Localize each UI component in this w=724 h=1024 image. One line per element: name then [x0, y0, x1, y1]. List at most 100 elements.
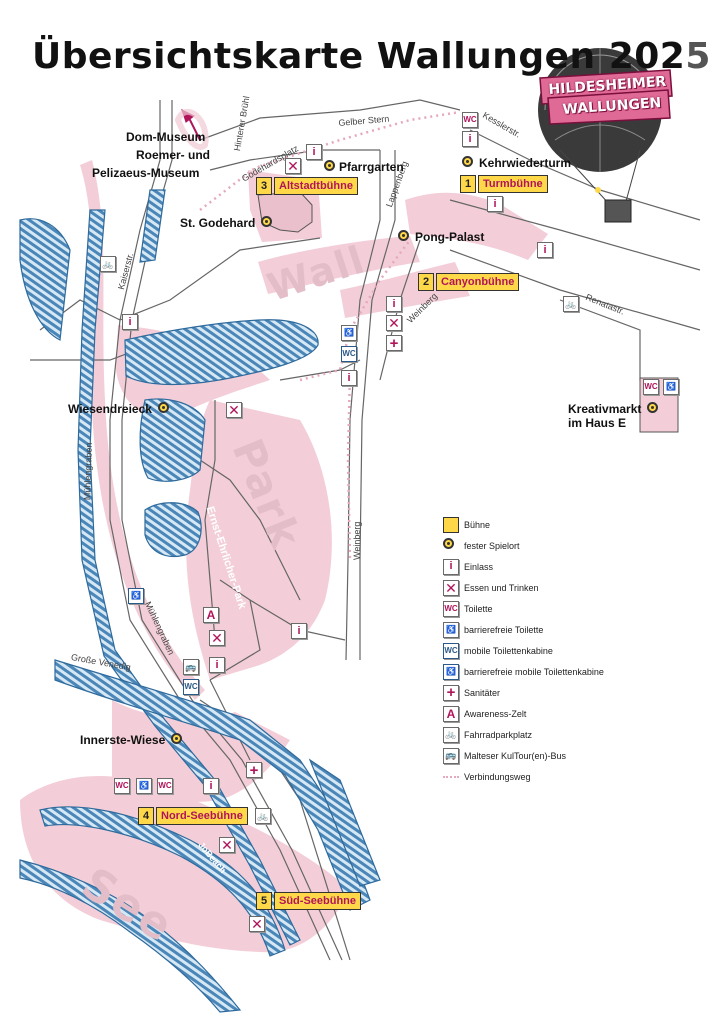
- stage-number: 3: [256, 177, 272, 195]
- water: [19, 189, 381, 1013]
- dom-museum-arrow: [174, 109, 209, 150]
- awareness-tent-icon[interactable]: A: [203, 607, 219, 623]
- balloon-logo: [538, 48, 673, 223]
- awareness-tent-icon: A: [443, 705, 459, 722]
- toilet-icon[interactable]: WC: [462, 112, 478, 128]
- food-icon[interactable]: ✕: [285, 158, 301, 174]
- legend-row: ♿ barrierefreie mobile Toilettenkabine: [443, 661, 623, 682]
- food-icon[interactable]: ✕: [209, 630, 225, 646]
- venue-dot-icon: [157, 402, 169, 413]
- bus-icon[interactable]: 🚌: [183, 659, 199, 675]
- stage-label: Turmbühne: [478, 175, 548, 193]
- legend-row: fester Spielort: [443, 535, 623, 556]
- venue-st-godehard-label: St. Godehard: [180, 216, 256, 230]
- place-dom-museum: Dom-Museum: [126, 130, 206, 144]
- accessible-toilet-icon: ♿: [443, 621, 459, 638]
- first-aid-icon[interactable]: +: [386, 335, 402, 351]
- place-pelizaeus: Pelizaeus-Museum: [92, 166, 200, 180]
- stage-label: Altstadtbühne: [274, 177, 358, 195]
- toilet-icon: WC: [443, 600, 459, 617]
- page-title: Übersichtskarte Wallungen 2025: [32, 36, 711, 77]
- legend-row: +Sanitäter: [443, 682, 623, 703]
- accessible-mobile-toilet-icon[interactable]: ♿: [128, 588, 144, 604]
- legend-label: Awareness-Zelt: [464, 708, 527, 719]
- first-aid-icon[interactable]: +: [246, 762, 262, 778]
- info-icon[interactable]: i: [462, 131, 478, 147]
- legend-row: Bühne: [443, 514, 623, 535]
- info-icon[interactable]: i: [209, 657, 225, 673]
- food-icon[interactable]: ✕: [219, 837, 235, 853]
- venue-pong-palast: Pong-Palast: [398, 230, 484, 244]
- food-icon[interactable]: ✕: [226, 402, 242, 418]
- place-roemer: Roemer- und: [136, 148, 211, 162]
- venue-dot-icon: [647, 402, 659, 413]
- info-icon[interactable]: i: [203, 778, 219, 794]
- venue-kehrwiederturm-label: Kehrwiederturm: [479, 156, 572, 170]
- toilet-icon[interactable]: WC: [114, 778, 130, 794]
- legend-label: barrierefreie mobile Toilettenkabine: [464, 666, 604, 677]
- info-icon[interactable]: i: [537, 242, 553, 258]
- venue-dot-icon: [398, 230, 409, 241]
- legend-label: Malteser KulTour(en)-Bus: [464, 750, 567, 761]
- legend-row: 🚲 Fahrradparkplatz: [443, 724, 623, 745]
- info-icon[interactable]: i: [487, 196, 503, 212]
- bike-parking-icon[interactable]: 🚲: [255, 808, 271, 824]
- stage-swatch: [443, 516, 459, 533]
- accessible-toilet-icon[interactable]: ♿: [663, 379, 679, 395]
- toilet-icon[interactable]: WC: [157, 778, 173, 794]
- venue-dot-icon: [443, 537, 454, 549]
- stage-label: Nord-Seebühne: [156, 807, 248, 825]
- buildings: [257, 191, 679, 433]
- info-icon[interactable]: i: [386, 296, 402, 312]
- mobile-toilet-icon[interactable]: WC: [341, 346, 357, 362]
- food-icon[interactable]: ✕: [386, 315, 402, 331]
- streets: [30, 99, 701, 961]
- accessible-toilet-icon[interactable]: ♿: [136, 778, 152, 794]
- stage-number: 1: [460, 175, 476, 193]
- legend-label: mobile Toilettenkabine: [464, 645, 553, 656]
- stage-label: Süd-Seebühne: [274, 892, 362, 910]
- venue-pfarrgarten: Pfarrgarten: [324, 160, 404, 174]
- venue-innerste-wiese-label: Innerste-Wiese: [80, 733, 166, 747]
- legend-row: WC mobile Toilettenkabine: [443, 640, 623, 661]
- legend-row: 🚌Malteser KulTour(en)-Bus: [443, 745, 623, 766]
- street-weinberg-south: Weinberg: [352, 521, 362, 560]
- legend-row: ♿barrierefreie Toilette: [443, 619, 623, 640]
- info-icon[interactable]: i: [291, 623, 307, 639]
- bike-parking-icon[interactable]: 🚲: [100, 256, 116, 272]
- legend-label: Bühne: [464, 519, 491, 530]
- info-icon[interactable]: i: [122, 314, 138, 330]
- toilet-icon[interactable]: WC: [643, 379, 659, 395]
- info-icon[interactable]: i: [341, 370, 357, 386]
- mobile-toilet-icon: WC: [443, 642, 459, 659]
- legend-label: Fahrradparkplatz: [464, 729, 533, 740]
- venue-dot-icon: [261, 216, 273, 227]
- bike-parking-icon: 🚲: [443, 726, 459, 743]
- legend-row: A Awareness-Zelt: [443, 703, 623, 724]
- venue-pfarrgarten-label: Pfarrgarten: [339, 160, 404, 174]
- first-aid-icon: +: [443, 684, 459, 701]
- accessible-toilet-icon[interactable]: ♿: [341, 325, 357, 341]
- stage-number: 4: [138, 807, 154, 825]
- info-icon[interactable]: i: [306, 144, 322, 160]
- legend-row: WC Toilette: [443, 598, 623, 619]
- title-main: Übersichtskarte Wallungen 202: [32, 36, 686, 77]
- venue-kreativmarkt-label-2: im Haus E: [568, 416, 627, 430]
- legend-label: fester Spielort: [464, 540, 520, 551]
- accessible-mobile-toilet-icon: ♿: [443, 663, 459, 680]
- venue-kreativmarkt-label-1: Kreativmarkt: [568, 402, 642, 416]
- legend-label: Toilette: [464, 603, 493, 614]
- food-icon[interactable]: ✕: [249, 916, 265, 932]
- legend-label: Essen und Trinken: [464, 582, 539, 593]
- bike-parking-icon[interactable]: 🚲: [563, 296, 579, 312]
- stage-label: Canyonbühne: [436, 273, 520, 291]
- mobile-toilet-icon[interactable]: WC: [183, 679, 199, 695]
